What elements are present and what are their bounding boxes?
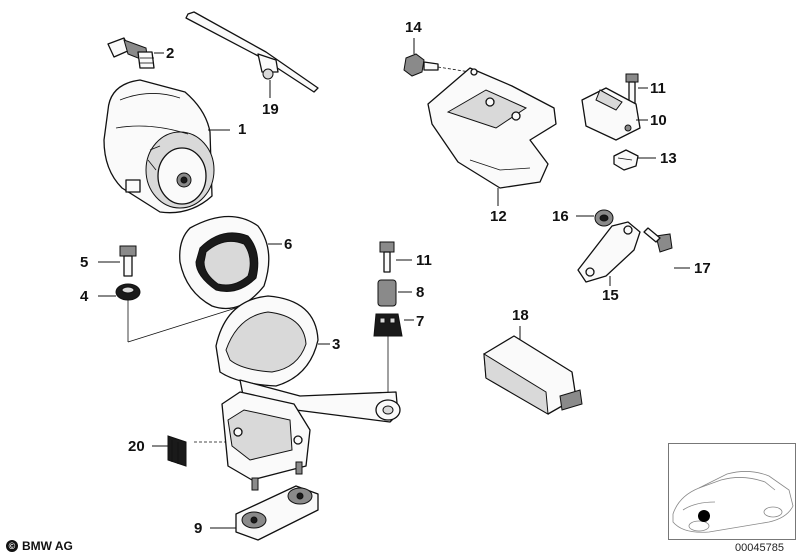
part-11-bolt-lower[interactable] <box>379 241 395 273</box>
callout-15: 15 <box>602 287 619 304</box>
callout-18: 18 <box>512 307 529 324</box>
document-number: 00045785 <box>735 542 784 554</box>
callout-4: 4 <box>80 288 89 305</box>
part-4-bushing[interactable] <box>115 283 141 301</box>
part-16-grommet[interactable] <box>594 209 614 227</box>
callout-16: 16 <box>552 208 569 225</box>
part-3-holder-bracket[interactable] <box>215 295 401 423</box>
callout-19: 19 <box>262 101 279 118</box>
part-9-rubber-bearing[interactable] <box>235 485 319 541</box>
part-20-clip[interactable] <box>167 435 187 467</box>
part-13-clip-nut[interactable] <box>613 149 639 171</box>
callout-11-lower: 11 <box>416 252 432 269</box>
car-outline-icon <box>672 471 794 533</box>
callout-9: 9 <box>194 520 202 537</box>
callout-14: 14 <box>405 19 422 36</box>
callout-11-upper: 11 <box>650 80 666 97</box>
callout-17: 17 <box>694 260 711 277</box>
part-18-control-unit[interactable] <box>483 335 583 415</box>
callout-10: 10 <box>650 112 667 129</box>
callout-2: 2 <box>166 45 174 62</box>
part-19-cable-tie[interactable] <box>185 11 319 93</box>
callout-6: 6 <box>284 236 292 253</box>
callout-20: 20 <box>128 438 145 455</box>
brand-label: BMW AG <box>22 539 73 553</box>
callout-3: 3 <box>332 336 340 353</box>
part-15-flat-bracket[interactable] <box>577 221 641 283</box>
part-1-pump-motor[interactable] <box>103 79 215 214</box>
callout-5: 5 <box>80 254 88 271</box>
part-10-sensor-module[interactable] <box>581 87 641 141</box>
part-6-gear-ring[interactable] <box>179 215 270 310</box>
location-marker-icon <box>698 510 710 522</box>
part-5-bolt[interactable] <box>119 245 137 277</box>
vehicle-location-thumbnail[interactable] <box>668 443 796 540</box>
callout-7: 7 <box>416 313 424 330</box>
part-7-rubber-mount[interactable] <box>373 313 403 337</box>
callout-1: 1 <box>238 121 246 138</box>
part-14-hex-bolt[interactable] <box>403 53 439 77</box>
part-17-screw[interactable] <box>643 227 673 253</box>
part-8-sleeve[interactable] <box>377 279 397 307</box>
part-2-elbow-fitting[interactable] <box>107 37 155 69</box>
callout-13: 13 <box>660 150 677 167</box>
copyright-icon: © <box>6 540 18 552</box>
lower-mount-bracket <box>221 391 311 491</box>
part-12-mounting-bracket[interactable] <box>427 67 557 189</box>
callout-12: 12 <box>490 208 507 225</box>
copyright-footer: © BMW AG <box>6 539 73 553</box>
callout-8: 8 <box>416 284 424 301</box>
